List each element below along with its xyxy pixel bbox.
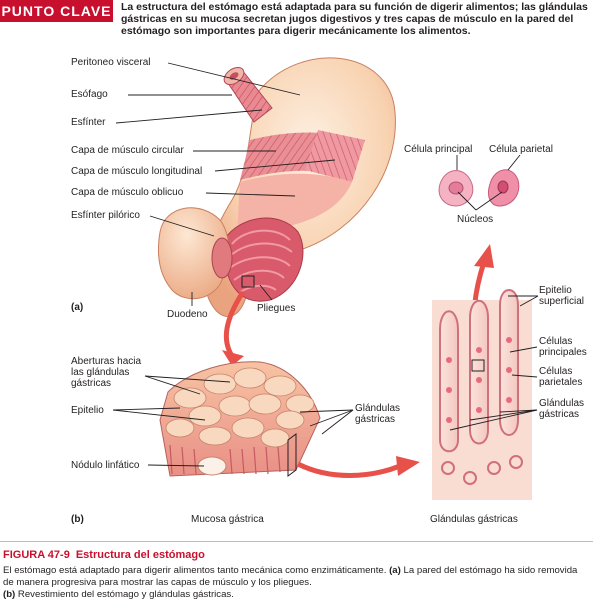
label-glandulas-gastricas-caption: Glándulas gástricas xyxy=(430,514,518,525)
pointers-a xyxy=(115,62,336,306)
label-capa-longitudinal: Capa de músculo longitudinal xyxy=(71,166,203,177)
caption-a: La pared del estómago ha sido removida d… xyxy=(3,565,578,588)
figure-number: FIGURA 47-9 xyxy=(3,549,70,561)
label-esfinter: Esfínter xyxy=(71,117,106,128)
divider xyxy=(0,541,593,542)
label-epitelio: Epitelio xyxy=(71,405,104,416)
duodenum xyxy=(158,207,233,300)
label-glandulas-b: Glándulas gástricas xyxy=(355,403,401,425)
label-celula-principal: Célula principal xyxy=(404,144,473,155)
gastric-glands xyxy=(432,289,532,500)
label-celulas-principales: Células principales xyxy=(539,336,587,358)
label-celulas-parietales: Células parietales xyxy=(539,366,583,388)
label-nodulo-linfatico: Nódulo linfático xyxy=(71,460,140,471)
label-aberturas: Aberturas hacia las glándulas gástricas xyxy=(71,356,142,389)
label-epitelio-superficial: Epitelio superficial xyxy=(539,285,585,307)
label-capa-oblicuo: Capa de músculo oblicuo xyxy=(71,187,184,198)
caption-a-tag: (a) xyxy=(389,565,401,576)
stomach-illustration xyxy=(112,57,539,500)
label-glandulas-gastricas-side: Glándulas gástricas xyxy=(539,398,585,420)
label-nucleos: Núcleos xyxy=(457,214,494,225)
panel-b-letter: (b) xyxy=(71,514,84,525)
gastric-mucosa xyxy=(159,361,321,477)
caption-b: Revestimiento del estómago y glándulas g… xyxy=(17,589,234,600)
label-celula-parietal: Célula parietal xyxy=(489,144,553,155)
stomach xyxy=(204,57,396,317)
key-point-text: La estructura del estómago está adaptada… xyxy=(121,1,588,37)
pointers-b xyxy=(112,375,354,467)
figure-title: FIGURA 47-9 Estructura del estómago xyxy=(3,549,205,561)
parietal-cell xyxy=(487,169,520,207)
label-capa-circular: Capa de músculo circular xyxy=(71,145,184,156)
label-peritoneo-visceral: Peritoneo visceral xyxy=(71,57,151,68)
chief-cell xyxy=(438,170,474,207)
label-mucosa-gastrica: Mucosa gástrica xyxy=(191,514,264,525)
pointers-glands xyxy=(449,295,539,431)
label-esofago: Esófago xyxy=(71,89,108,100)
label-esfinter-pilorico: Esfínter pilórico xyxy=(71,210,140,221)
figure-title-text: Estructura del estómago xyxy=(75,549,205,561)
panel-a-letter: (a) xyxy=(71,302,84,313)
punto-clave-badge: PUNTO CLAVE xyxy=(0,0,113,22)
figure-caption: El estómago está adaptado para digerir a… xyxy=(3,565,583,601)
caption-intro: El estómago está adaptado para digerir a… xyxy=(3,565,387,576)
pointers-cells xyxy=(456,154,521,211)
label-pliegues: Pliegues xyxy=(257,303,296,314)
label-duodeno: Duodeno xyxy=(167,309,208,320)
caption-b-tag: (b) xyxy=(3,589,16,600)
